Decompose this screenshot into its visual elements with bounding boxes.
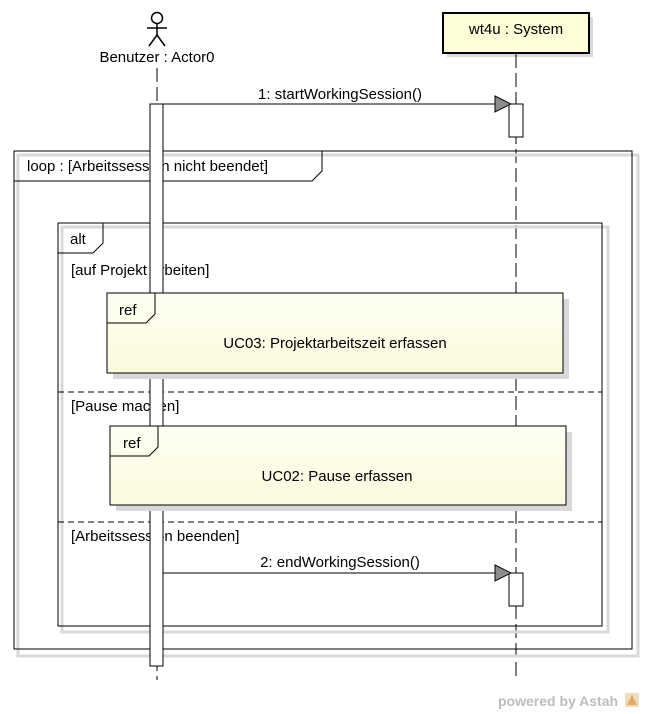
message-label: 2: endWorkingSession() [260, 554, 420, 571]
message-arrow[interactable]: 2: endWorkingSession() [163, 554, 513, 582]
ref-text: UC02: Pause erfassen [262, 468, 413, 485]
ref-fragment[interactable]: ref UC03: Projektarbeitszeit erfassen [106, 292, 569, 379]
message-arrow[interactable]: 1: startWorkingSession() [163, 86, 513, 113]
ref-label: ref [119, 302, 137, 319]
actor-activation-bar [149, 103, 164, 667]
actor-label: Benutzer : Actor0 [99, 49, 214, 66]
system-label: wt4u : System [468, 21, 563, 38]
system-lifeline-header[interactable]: wt4u : System [442, 12, 593, 57]
ref-text: UC03: Projektarbeitszeit erfassen [223, 335, 446, 352]
system-activation-bar [508, 572, 524, 607]
ref-label: ref [123, 435, 141, 452]
ref-fragment[interactable]: ref UC02: Pause erfassen [109, 425, 572, 511]
alt-label: alt [70, 231, 87, 248]
actor-icon[interactable] [147, 11, 167, 47]
watermark-text: powered by Astah [498, 693, 618, 709]
watermark: powered by Astah [498, 693, 639, 709]
alt-guard-label: [auf Projekt arbeiten] [71, 262, 209, 279]
system-activation-bar [508, 103, 524, 138]
astah-logo-icon [625, 693, 639, 707]
message-label: 1: startWorkingSession() [258, 86, 422, 103]
loop-label: loop : [Arbeitssession nicht beendet] [27, 158, 268, 175]
